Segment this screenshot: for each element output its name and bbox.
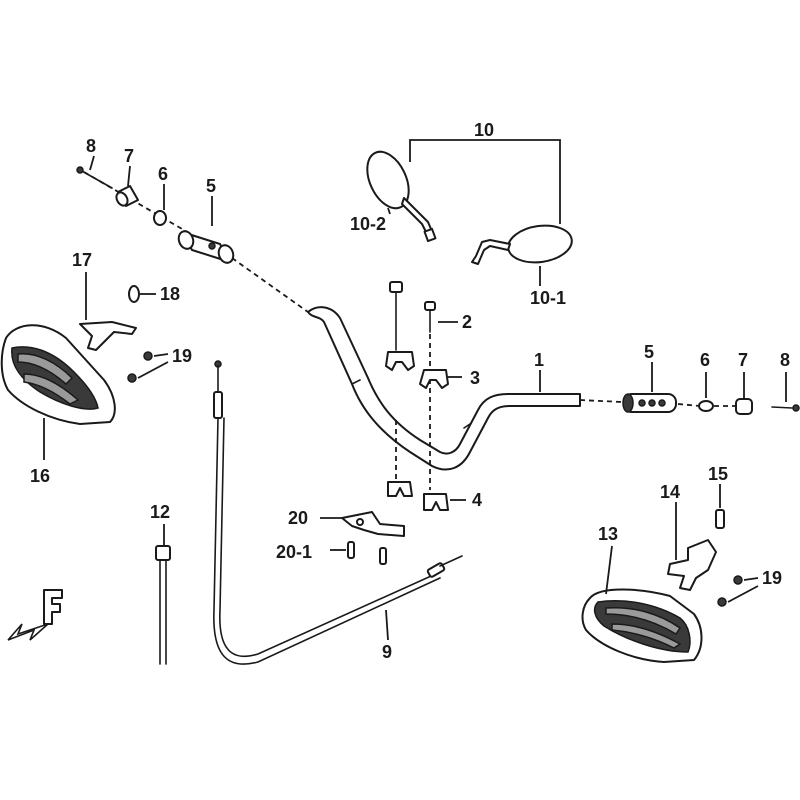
clamp-bolts — [389, 281, 436, 490]
label-8-left: 8 — [86, 136, 96, 156]
label-10-1: 10-1 — [530, 288, 566, 308]
collar-left — [153, 210, 167, 226]
bar-end-screw-right — [771, 404, 800, 412]
label-6-right: 6 — [700, 350, 710, 370]
label-16: 16 — [30, 466, 50, 486]
leader-lines — [43, 155, 787, 641]
label-8-right: 8 — [780, 350, 790, 370]
switch-housing-right — [581, 588, 703, 663]
lower-clamp — [387, 481, 449, 511]
plate-pins — [347, 541, 387, 565]
label-1: 1 — [534, 350, 544, 370]
left-grip-assembly — [76, 166, 235, 264]
label-20: 20 — [288, 508, 308, 528]
label-10: 10 — [474, 120, 494, 140]
label-7-right: 7 — [738, 350, 748, 370]
grip-left — [177, 230, 235, 264]
label-15: 15 — [708, 464, 728, 484]
grip-right — [622, 393, 677, 413]
mirror-right — [471, 224, 573, 265]
part-labels: 1 2 3 4 5 5 6 6 7 7 8 8 9 10 10-1 10-2 1… — [30, 120, 790, 662]
throttle-cable — [213, 360, 463, 665]
label-2: 2 — [462, 312, 472, 332]
mirror-left — [366, 150, 437, 243]
label-19-left: 19 — [172, 346, 192, 366]
screws-19-left — [127, 351, 153, 383]
label-5-left: 5 — [206, 176, 216, 196]
switch-bracket-right — [667, 539, 717, 591]
bar-end-screw-left — [76, 166, 113, 189]
label-7-left: 7 — [124, 146, 134, 166]
label-5-right: 5 — [644, 342, 654, 362]
collar-right — [698, 400, 714, 412]
screws-19-right — [717, 575, 743, 607]
mirror-bracket-10 — [409, 139, 561, 224]
small-screw-15 — [715, 509, 725, 529]
bar-end-weight-left — [115, 185, 139, 207]
label-20-1: 20-1 — [276, 542, 312, 562]
mount-plate — [341, 511, 405, 537]
cable-tie — [155, 545, 171, 665]
small-screw-18 — [128, 285, 140, 303]
label-13: 13 — [598, 524, 618, 544]
label-14: 14 — [660, 482, 680, 502]
label-17: 17 — [72, 250, 92, 270]
label-3: 3 — [470, 368, 480, 388]
front-direction-icon — [7, 589, 63, 641]
switch-bracket-left — [79, 321, 137, 351]
handlebar — [231, 257, 623, 471]
label-4: 4 — [472, 490, 482, 510]
label-10-2: 10-2 — [350, 214, 386, 234]
label-9: 9 — [382, 642, 392, 662]
upper-clamp — [385, 351, 449, 389]
label-19-right: 19 — [762, 568, 782, 588]
bar-end-weight-right — [735, 398, 753, 415]
switch-housing-left — [0, 324, 116, 425]
label-12: 12 — [150, 502, 170, 522]
label-6-left: 6 — [158, 164, 168, 184]
right-grip-assembly — [622, 393, 800, 415]
label-18: 18 — [160, 284, 180, 304]
